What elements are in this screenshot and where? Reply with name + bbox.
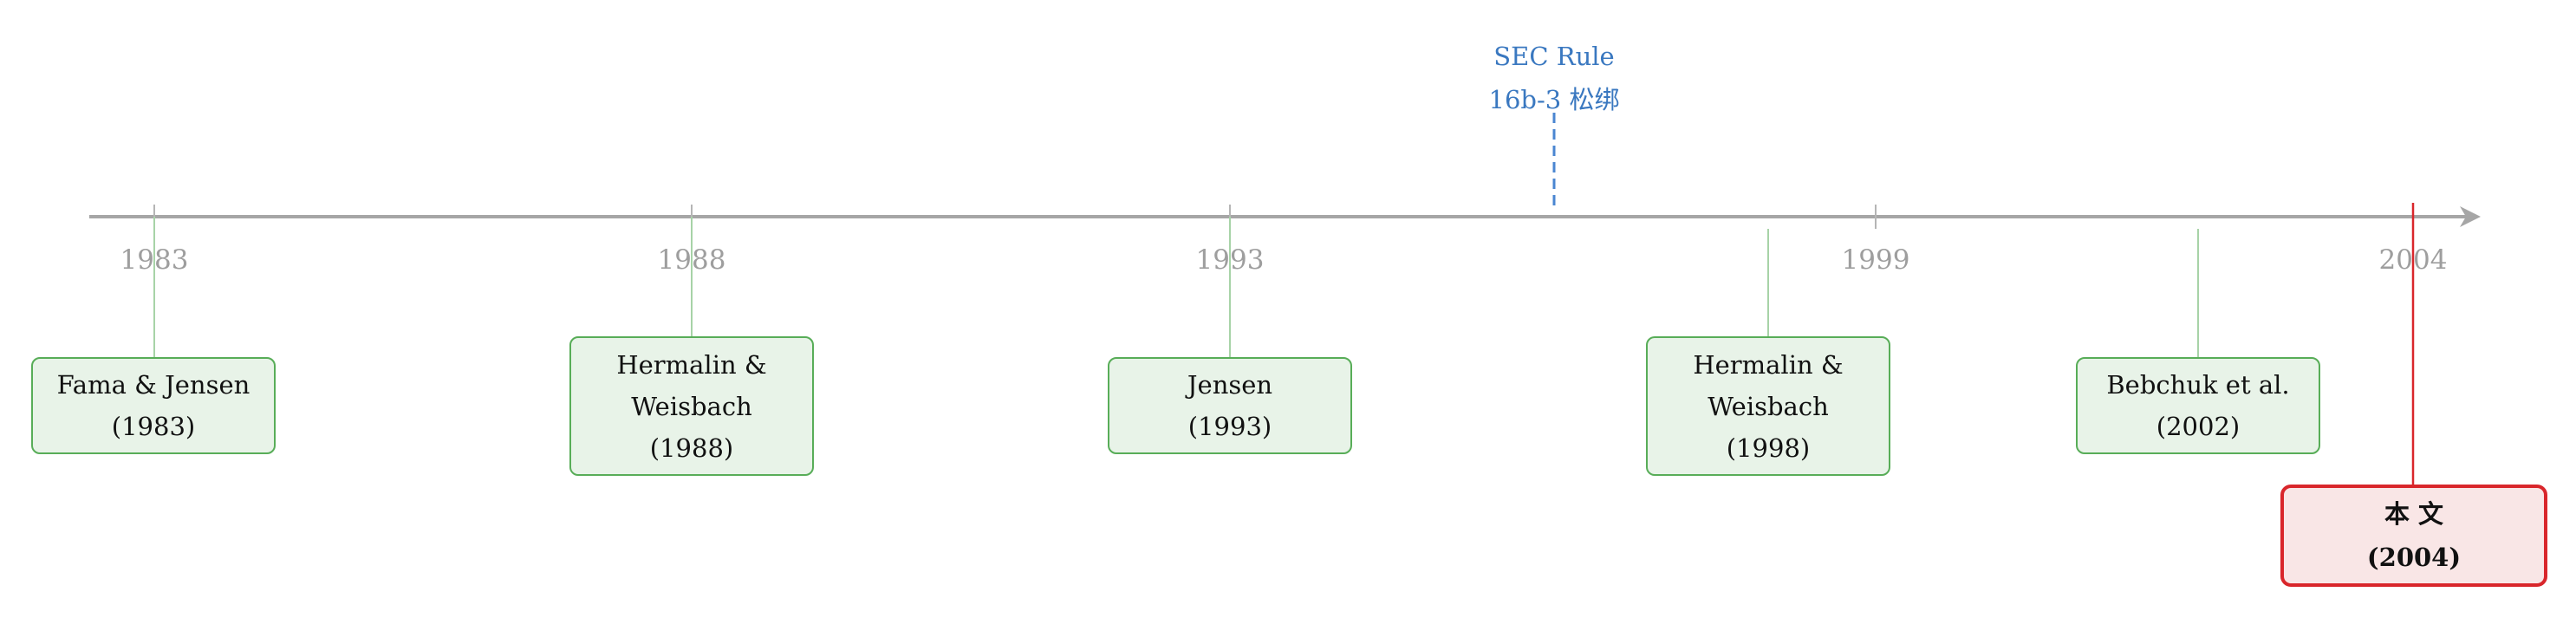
- axis-year-label: 1983: [120, 244, 189, 276]
- study-box-line: (1983): [111, 412, 196, 441]
- study-box-line: (1993): [1187, 412, 1272, 441]
- study-box-line: Jensen: [1187, 370, 1273, 400]
- study-box-line: 本 文: [2384, 499, 2444, 529]
- study-box-line: Fama & Jensen: [56, 370, 250, 400]
- sec-rule-line-2: 16b-3 松绑: [1488, 85, 1620, 114]
- study-box-line: (1998): [1726, 433, 1811, 463]
- axis-year-label: 1999: [1841, 244, 1910, 276]
- study-box-line: (2004): [2366, 543, 2462, 572]
- study-box-line: (1988): [649, 433, 734, 463]
- sec-rule-label: SEC Rule 16b-3 松绑: [1489, 35, 1620, 121]
- axis-arrow-head: [2460, 206, 2481, 227]
- study-box-hermalin-weisbach-1998: Hermalin & Weisbach (1998): [1646, 336, 1890, 476]
- study-box-line: Hermalin &: [616, 349, 767, 380]
- study-box-line: Hermalin &: [1693, 349, 1844, 380]
- study-box-fama-jensen-1983: Fama & Jensen (1983): [31, 357, 276, 454]
- study-box-line: Weisbach: [1708, 391, 1829, 421]
- study-box-hermalin-weisbach-1988: Hermalin & Weisbach (1988): [569, 336, 814, 476]
- study-box-line: Bebchuk et al.: [2106, 370, 2290, 400]
- study-box-jensen-1993: Jensen (1993): [1108, 357, 1352, 454]
- axis-year-label: 1988: [657, 244, 726, 276]
- sec-rule-line-1: SEC Rule: [1493, 42, 1615, 71]
- study-box-line: Weisbach: [631, 391, 752, 421]
- axis-year-label: 2004: [2378, 244, 2448, 276]
- study-box-this-paper-2004: 本 文 (2004): [2280, 485, 2547, 587]
- study-box-line: (2002): [2156, 412, 2241, 441]
- axis-year-label: 1993: [1195, 244, 1265, 276]
- study-box-bebchuk-2002: Bebchuk et al. (2002): [2076, 357, 2320, 454]
